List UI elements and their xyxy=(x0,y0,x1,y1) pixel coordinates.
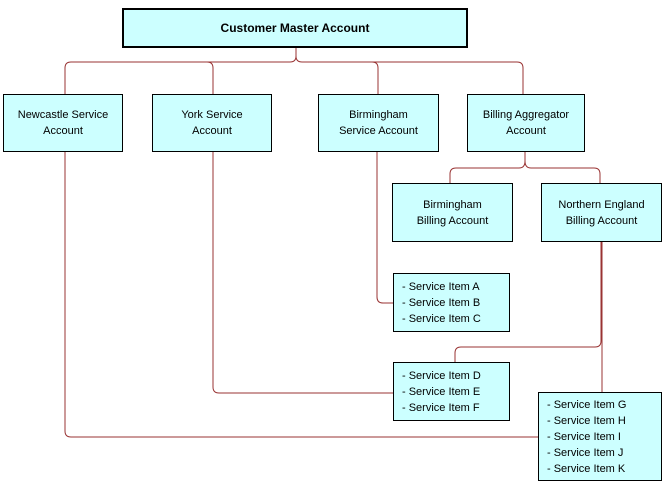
connector-aggregator-to-northern-billing xyxy=(524,160,601,183)
node-label: Newcastle Service xyxy=(17,109,109,121)
node-label: Service Account xyxy=(339,125,418,137)
service-item: - Service Item D xyxy=(402,369,481,382)
node-label: Billing Aggregator xyxy=(482,109,570,121)
node-service-items-abc: - Service Item A - Service Item B - Serv… xyxy=(393,273,510,332)
connector-bus-to-york xyxy=(206,61,214,94)
service-item: - Service Item K xyxy=(547,462,626,475)
service-item: - Service Item H xyxy=(547,414,626,427)
service-item: - Service Item G xyxy=(547,398,627,411)
connector-aggregator-to-birmingham-billing xyxy=(449,160,526,183)
service-item: - Service Item B xyxy=(402,296,481,309)
connector-northern-billing-to-items-def xyxy=(454,242,602,363)
node-label: Birmingham xyxy=(349,109,408,121)
node-york-service-account: York Service Account xyxy=(152,94,272,152)
connector-bus-to-birmingham-service xyxy=(371,61,379,94)
node-label: Account xyxy=(192,125,232,137)
node-birmingham-billing-account: Birmingham Billing Account xyxy=(392,183,513,242)
connector-york-to-items-def xyxy=(212,152,394,394)
service-item: - Service Item J xyxy=(547,446,624,459)
node-label: Birmingham xyxy=(423,198,482,211)
node-newcastle-service-account: Newcastle Service Account xyxy=(3,94,123,152)
node-label: Billing Account xyxy=(416,214,489,227)
service-item: - Service Item E xyxy=(402,385,481,398)
connector-master-to-newcastle xyxy=(64,55,297,94)
node-northern-england-billing-account: Northern England Billing Account xyxy=(541,183,662,242)
node-service-items-ghijk: - Service Item G - Service Item H - Serv… xyxy=(538,392,662,481)
node-service-items-def: - Service Item D - Service Item E - Serv… xyxy=(393,362,510,421)
node-billing-aggregator-account: Billing Aggregator Account xyxy=(467,94,585,152)
service-item: - Service Item I xyxy=(547,430,621,443)
node-label: York Service xyxy=(181,109,243,121)
connector-newcastle-to-items-ghijk xyxy=(64,152,539,438)
node-label: Account xyxy=(43,125,83,137)
node-label: Billing Account xyxy=(565,214,638,227)
node-label: Northern England xyxy=(558,198,645,211)
service-item: - Service Item A xyxy=(402,280,480,293)
node-label: Customer Master Account xyxy=(220,21,370,35)
service-item: - Service Item C xyxy=(402,312,481,325)
node-birmingham-service-account: Birmingham Service Account xyxy=(318,94,439,152)
node-label: Account xyxy=(506,125,546,137)
connector-master-to-billing-aggregator xyxy=(295,55,524,94)
connector-birmingham-service-to-items-abc xyxy=(376,152,394,304)
service-item: - Service Item F xyxy=(402,401,480,414)
node-customer-master-account: Customer Master Account xyxy=(122,8,468,48)
